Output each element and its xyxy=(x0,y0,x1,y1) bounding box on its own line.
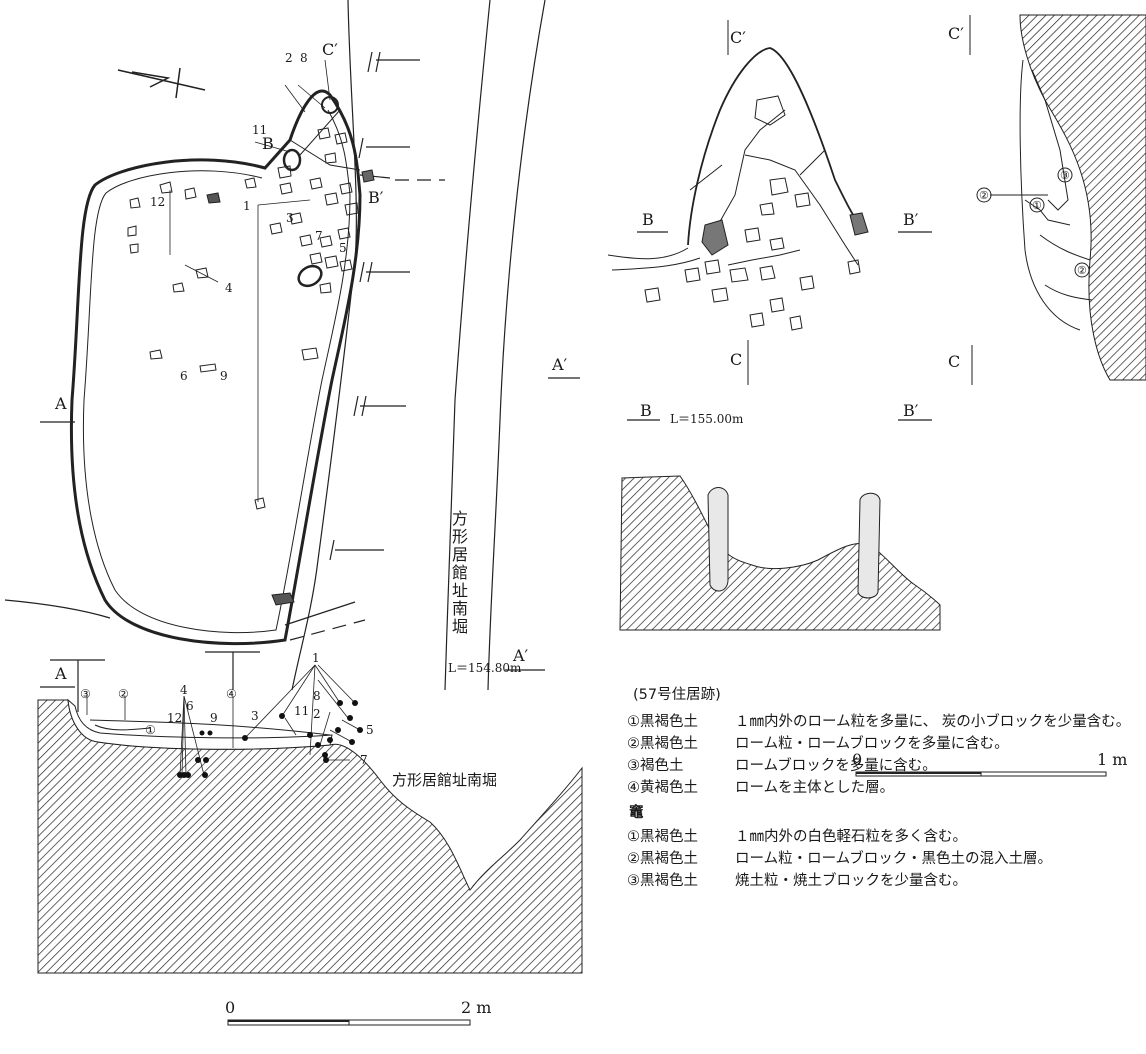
scale-2m-end: 2 m xyxy=(461,998,492,1017)
kamado-label-c: C xyxy=(730,350,743,369)
find-number: 5 xyxy=(339,241,347,255)
artifact-dots xyxy=(177,700,363,778)
kamado-layer-marker: ③ xyxy=(1060,169,1070,182)
section-label-a: A xyxy=(55,394,67,413)
legend-row: ③褐色土 ロームブロックを多量に含む。 xyxy=(627,755,1142,777)
elevation-plan: L＝155.00m xyxy=(670,412,744,426)
scale-bar-1m xyxy=(855,771,1107,777)
layer-marker: ① xyxy=(145,723,156,737)
section-label-c-prime: C′ xyxy=(322,40,338,59)
scale-2m-zero: 0 xyxy=(225,998,236,1017)
legend-desc: １㎜内外の白色軽石粒を多く含む。 xyxy=(735,829,967,845)
find-number: 3 xyxy=(286,211,294,225)
asection-label-a: A xyxy=(55,664,67,683)
legend-title: (57号住居跡) xyxy=(633,687,721,703)
artifact-shards xyxy=(127,96,375,606)
find-number: 7 xyxy=(315,229,323,243)
find-number: 9 xyxy=(210,711,218,725)
find-number: 1 xyxy=(312,651,320,665)
find-number: 3 xyxy=(251,709,259,723)
legend-label: ①黒褐色土 xyxy=(627,714,698,730)
find-number: 4 xyxy=(180,683,188,697)
find-number: 6 xyxy=(180,369,188,383)
elevation-section: L＝154.80m xyxy=(448,661,522,675)
kamado-c-section xyxy=(969,14,1146,385)
legend-row: ②黒褐色土 ローム粒・ロームブロック・黒色土の混入土層。 xyxy=(627,848,1142,870)
legend-desc: ローム粒・ロームブロックを多量に含む。 xyxy=(735,736,1009,752)
kamado-label-b-prime: B′ xyxy=(903,210,919,229)
dwelling-plan xyxy=(4,0,546,712)
kamado-plan xyxy=(607,20,869,385)
section-label-a-prime: A′ xyxy=(552,355,568,374)
bsection-label-b-prime: B′ xyxy=(903,401,919,420)
find-number: 2 xyxy=(285,51,293,65)
find-number: 2 xyxy=(313,707,321,721)
bsection-label-b: B xyxy=(640,401,652,420)
cross-section-a xyxy=(37,664,583,974)
moat-label-plan: 方形居館址南堀 xyxy=(449,510,468,636)
legend-row: ③黒褐色土 焼土粒・焼土ブロックを少量含む。 xyxy=(627,870,1142,892)
scale-1m-zero: 0 xyxy=(852,750,863,769)
legend-desc: 焼土粒・焼土ブロックを少量含む。 xyxy=(735,873,967,889)
legend-row: ④黄褐色土 ロームを主体とした層。 xyxy=(627,777,1142,799)
scale-bar-2m xyxy=(227,1019,471,1026)
pit-outline xyxy=(69,89,362,646)
legend-label: ④黄褐色土 xyxy=(627,780,698,796)
find-number: 7 xyxy=(360,753,368,767)
legend-row: ②黒褐色土 ローム粒・ロームブロックを多量に含む。 xyxy=(627,733,1142,755)
legend-label: ③黒褐色土 xyxy=(627,873,698,889)
kamado-label-b: B xyxy=(642,210,654,229)
north-arrow-icon xyxy=(117,67,206,99)
csection-label-c: C xyxy=(948,352,961,371)
moat-label-section: 方形居館址南堀 xyxy=(392,771,498,789)
kamado-b-section xyxy=(619,475,941,631)
kamado-heading: 竈 xyxy=(629,805,644,821)
slope-ticks xyxy=(50,51,420,712)
find-number: 8 xyxy=(300,51,308,65)
kamado-layer-marker: ① xyxy=(1032,199,1042,212)
scale-1m-end: 1 m xyxy=(1097,750,1128,769)
layer-marker: ② xyxy=(118,687,129,701)
find-number: 12 xyxy=(150,195,166,209)
legend-desc: ロームを主体とした層。 xyxy=(735,780,895,796)
csection-label-c-prime: C′ xyxy=(948,24,964,43)
layer-marker: ③ xyxy=(80,687,91,701)
legend-row: ①黒褐色土 １㎜内外の白色軽石粒を多く含む。 xyxy=(627,826,1142,848)
legend-desc: ローム粒・ロームブロック・黒色土の混入土層。 xyxy=(735,851,1052,867)
legend-label: ②黒褐色土 xyxy=(627,851,698,867)
legend-desc: ロームブロックを多量に含む。 xyxy=(735,758,937,774)
find-number: 12 xyxy=(167,711,183,725)
find-number: 8 xyxy=(313,689,321,703)
find-number: 9 xyxy=(220,369,228,383)
soil-legend: (57号住居跡) ①黒褐色土 １㎜内外のローム粒を多量に、 炭の小ブロックを少量… xyxy=(627,683,1142,892)
legend-label: ②黒褐色土 xyxy=(627,736,698,752)
layer-marker: ④ xyxy=(226,687,237,701)
find-number: 11 xyxy=(294,704,310,718)
legend-desc: １㎜内外のローム粒を多量に、 炭の小ブロックを少量含む。 xyxy=(735,714,1131,730)
find-number: 11 xyxy=(252,123,268,137)
legend-label: ③褐色土 xyxy=(627,758,684,774)
section-markers xyxy=(40,231,932,688)
section-label-b: B xyxy=(262,134,274,153)
section-label-b-prime: B′ xyxy=(368,188,384,207)
kamado-layer-marker: ② xyxy=(979,189,989,202)
kamado-layer-marker: ② xyxy=(1077,264,1087,277)
kamado-label-c-prime: C′ xyxy=(730,28,746,47)
find-number: 4 xyxy=(225,281,233,295)
asection-label-a-prime: A′ xyxy=(513,646,529,665)
kamado-stones xyxy=(644,95,869,331)
find-number: 5 xyxy=(366,723,374,737)
legend-label: ①黒褐色土 xyxy=(627,829,698,845)
legend-row: ①黒褐色土 １㎜内外のローム粒を多量に、 炭の小ブロックを少量含む。 xyxy=(627,711,1142,733)
find-number: 1 xyxy=(243,199,251,213)
find-number: 6 xyxy=(186,699,194,713)
